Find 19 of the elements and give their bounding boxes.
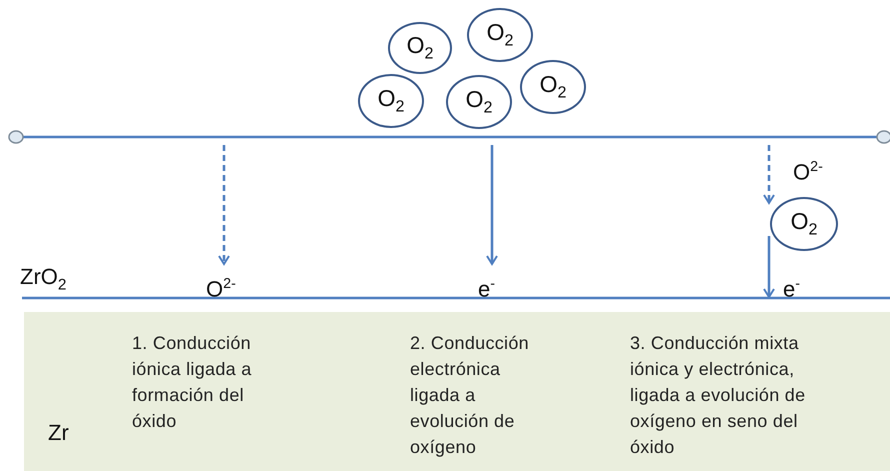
- arrow: [763, 236, 775, 298]
- oxygen-molecule-circle: O$_{2}$: [446, 75, 512, 129]
- oxygen-molecule-circle: O$_{2}$: [358, 74, 424, 128]
- edge-label: O$^{2-}$: [793, 158, 823, 184]
- oxygen-molecule-circle: O$_{2}$: [388, 22, 452, 74]
- oxygen-molecule-circle: O$_{2}$: [770, 197, 838, 251]
- arrow: [763, 145, 775, 204]
- species-label: e$^{-}$: [783, 272, 809, 298]
- species-label: O$^{2-}$: [206, 272, 252, 298]
- oxygen-molecule-circle: O$_{2}$: [520, 60, 586, 114]
- mechanism-description: 2. Conducción electrónica ligada a evolución de oxígeno: [410, 332, 530, 459]
- oxygen-molecule-circle: O$_{2}$: [467, 8, 533, 62]
- oxide-layer-label: ZrO$_{2}$: [20, 264, 66, 294]
- mechanism-description: 1. Conducción iónica ligada a formación del óxido: [132, 332, 253, 433]
- species-label: e$^{-}$: [478, 272, 502, 298]
- mechanism-description: 3. Conducción mixta iónica y electrónica, ligada a evolución de oxígeno en seno del óxido: [630, 332, 806, 459]
- arrow: [486, 145, 498, 265]
- arrow: [218, 145, 230, 265]
- metal-layer-label: Zr: [48, 420, 69, 446]
